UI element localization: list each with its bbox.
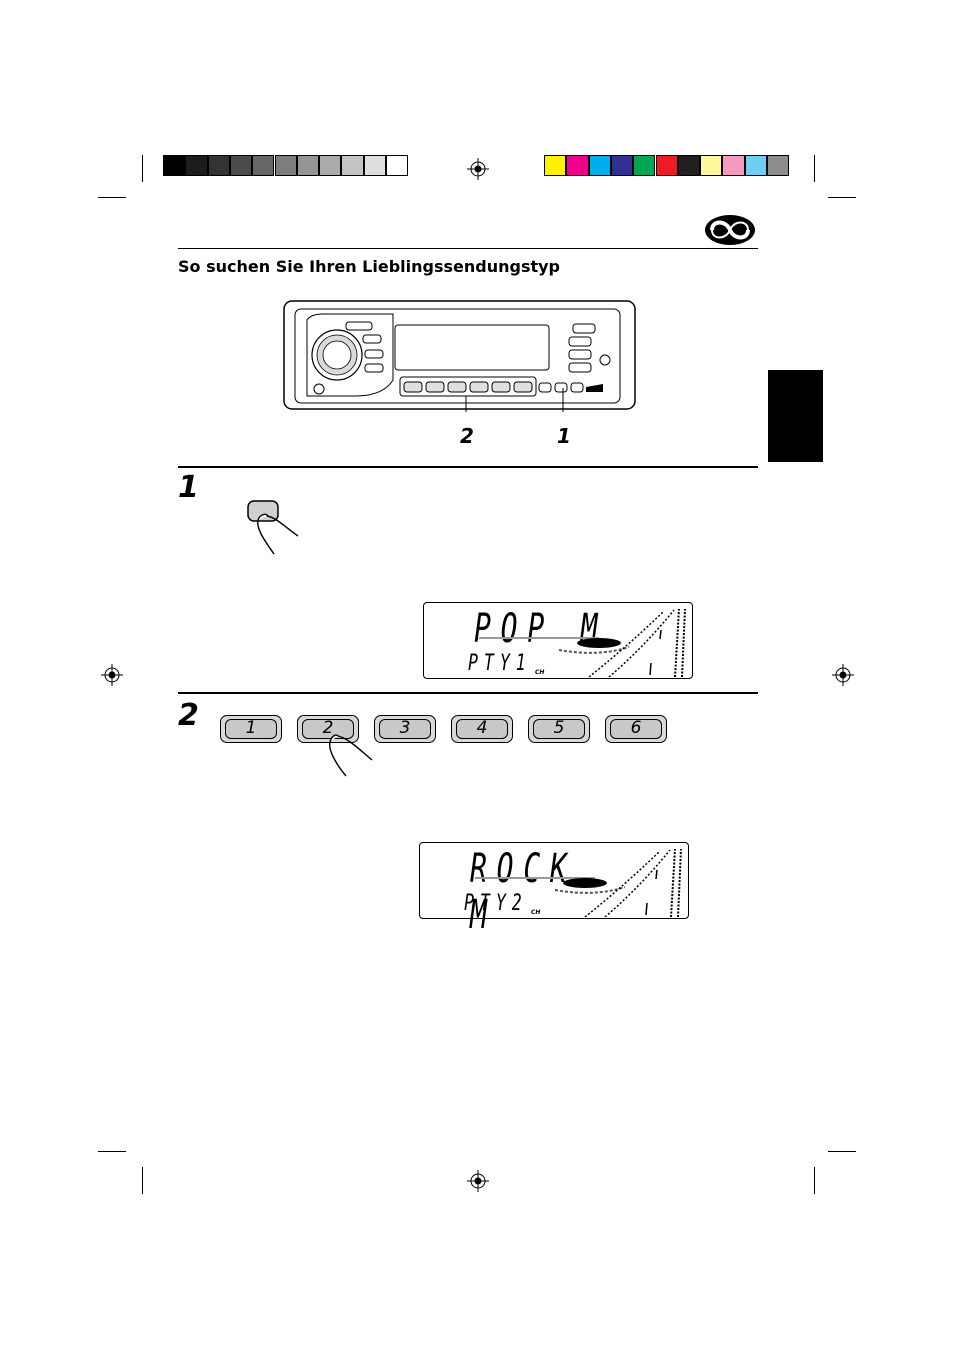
- step-number: 2: [178, 698, 199, 733]
- gray-swatch: [386, 155, 409, 176]
- language-tab: [768, 370, 823, 462]
- step-rule: [178, 466, 758, 468]
- callout-1: 1: [557, 424, 571, 448]
- lcd-ch-text: CH: [535, 669, 545, 676]
- preset-button-3: 3: [374, 715, 436, 743]
- section-heading: So suchen Sie Ihren Lieblingssendungstyp: [178, 257, 560, 276]
- preset-button-1: 1: [220, 715, 282, 743]
- step-rule: [178, 692, 758, 694]
- crop-mark: [814, 155, 815, 182]
- color-swatch: [722, 155, 745, 176]
- gray-swatch: [319, 155, 342, 176]
- preset-label: 5: [553, 718, 565, 738]
- gray-swatch: [229, 155, 253, 176]
- car-radio-panel: [283, 300, 636, 412]
- color-swatch: [544, 155, 567, 176]
- preset-button-6: 6: [605, 715, 667, 743]
- lcd-road-graphic: [475, 848, 682, 917]
- header-rule: [178, 248, 758, 249]
- color-swatch: [610, 155, 634, 176]
- gray-swatch: [207, 155, 230, 176]
- gray-swatch: [163, 155, 186, 176]
- gray-swatch: [274, 155, 297, 176]
- preset-label: 3: [399, 718, 411, 738]
- lcd-pty-text: PTY1: [468, 651, 532, 676]
- crop-mark: [828, 197, 856, 198]
- lcd-pty-text: PTY2: [464, 891, 528, 916]
- crop-mark: [142, 155, 143, 182]
- preset-button-5: 5: [528, 715, 590, 743]
- registration-mark-icon: [832, 664, 854, 686]
- crop-mark: [98, 197, 126, 198]
- registration-mark-icon: [467, 1170, 489, 1192]
- preset-label: 1: [245, 718, 257, 738]
- logo-icon: [705, 215, 755, 245]
- preset-label: 6: [630, 718, 642, 738]
- preset-button-4: 4: [451, 715, 513, 743]
- lcd-ch-text: CH: [531, 909, 541, 916]
- finger-press-icon: [247, 500, 299, 555]
- preset-button-2: 2: [297, 715, 359, 743]
- color-swatch: [677, 155, 701, 176]
- color-swatch: [744, 155, 767, 176]
- crop-mark: [814, 1167, 815, 1194]
- color-swatch: [588, 155, 611, 176]
- lcd-main-text: ROCK M: [470, 846, 577, 938]
- color-swatch: [633, 155, 656, 176]
- color-swatch: [700, 155, 723, 176]
- lcd-display-rock: ROCK M PTY2 CH: [419, 842, 689, 938]
- color-swatch: [655, 155, 678, 176]
- registration-mark-icon: [467, 158, 489, 180]
- registration-mark-icon: [101, 664, 123, 686]
- crop-mark: [828, 1151, 856, 1152]
- gray-swatch: [185, 155, 208, 176]
- color-swatch: [566, 155, 589, 176]
- crop-mark: [98, 1151, 126, 1152]
- gray-swatch: [296, 155, 320, 176]
- finger-press-icon: [329, 734, 373, 777]
- lcd-main-text: POP M: [474, 606, 608, 652]
- lcd-display-pop: POP M PTY1 CH: [423, 602, 693, 679]
- crop-mark: [142, 1167, 143, 1194]
- gray-swatch: [363, 155, 386, 176]
- callout-2: 2: [460, 424, 474, 448]
- gray-swatch: [341, 155, 364, 176]
- gray-swatch: [252, 155, 275, 176]
- preset-label: 4: [476, 718, 488, 738]
- preset-label: 2: [322, 718, 334, 738]
- color-swatch: [767, 155, 790, 176]
- step-number: 1: [178, 470, 199, 505]
- lcd-road-graphic: [479, 608, 686, 677]
